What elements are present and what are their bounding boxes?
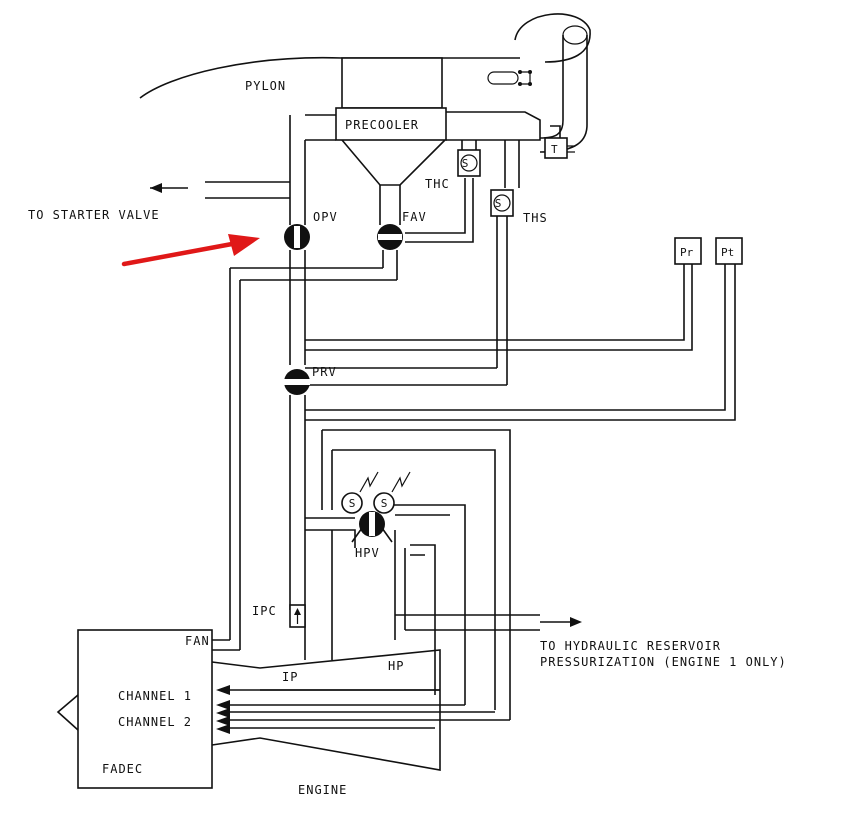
prv-label: PRV: [312, 365, 337, 379]
precooler-label: PRECOOLER: [345, 118, 419, 132]
hydraulic-line: [395, 614, 582, 631]
main-duct: [289, 115, 306, 610]
pylon-latch-icon: [487, 70, 532, 86]
ip-label: IP: [282, 670, 298, 684]
pt-label: Pt: [721, 246, 734, 259]
channel-1-label: CHANNEL 1: [118, 689, 192, 703]
pt-sensor: [305, 237, 743, 421]
ths-sensor: [490, 140, 520, 385]
fadec-signal-lines: [216, 685, 510, 734]
hpv-solenoid-right: [373, 492, 395, 514]
ths-s-glyph: S: [495, 197, 502, 210]
hpv-solenoid-left-s: S: [349, 497, 356, 510]
fan-label: FAN: [185, 634, 210, 648]
fav-label: FAV: [402, 210, 427, 224]
opv-label: OPV: [313, 210, 338, 224]
opv-valve: [284, 224, 310, 250]
prv-valve: [284, 369, 310, 395]
lightning-bolt-icon: [359, 471, 411, 493]
hpv-ducts: [304, 429, 511, 720]
t-sensor-label: T: [551, 143, 558, 156]
starter-duct: [150, 181, 290, 199]
ipc-check-valve: [289, 604, 306, 628]
hp-label: HP: [388, 659, 404, 673]
hpv-valve: [351, 511, 393, 543]
pylon-label: PYLON: [245, 79, 286, 93]
pr-sensor: [305, 237, 702, 351]
fadec-box: [56, 629, 213, 789]
hydraulic-label-line1: TO HYDRAULIC RESERVOIR: [540, 639, 721, 653]
to-starter-valve-label: TO STARTER VALVE: [28, 208, 160, 222]
prv-lines: [305, 367, 507, 386]
hpv-label: HPV: [355, 546, 380, 560]
t-sensor: [544, 125, 575, 159]
pr-label: Pr: [680, 246, 694, 259]
hpv-solenoid-left: [341, 492, 363, 514]
fadec-label: FADEC: [102, 762, 143, 776]
hydraulic-label-line2: PRESSURIZATION (ENGINE 1 ONLY): [540, 655, 787, 669]
channel-2-label: CHANNEL 2: [118, 715, 192, 729]
thc-sensor: [457, 140, 481, 177]
ipc-label: IPC: [252, 604, 277, 618]
ths-label: THS: [523, 211, 548, 225]
precooler: [305, 57, 541, 186]
engine-label: ENGINE: [298, 783, 347, 797]
fav-valve: [377, 224, 403, 250]
fav-duct: [229, 178, 474, 650]
thc-s-glyph: S: [462, 157, 469, 170]
hpv-solenoid-right-s: S: [381, 497, 388, 510]
red-arrow-icon: [121, 234, 260, 267]
thc-label: THC: [425, 177, 450, 191]
